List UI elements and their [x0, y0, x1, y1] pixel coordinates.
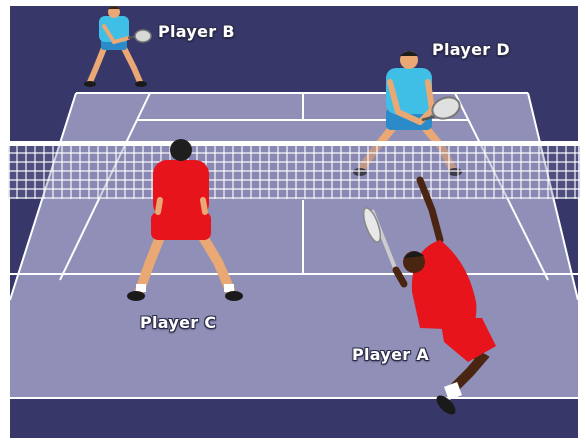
court-front-edge [10, 398, 578, 438]
tennis-net [8, 141, 580, 199]
player-a-label: Player A [352, 345, 429, 364]
player-c-label: Player C [140, 313, 216, 332]
player-b-label: Player B [158, 22, 235, 41]
court-surface [10, 93, 578, 398]
player-d-label: Player D [432, 40, 510, 59]
